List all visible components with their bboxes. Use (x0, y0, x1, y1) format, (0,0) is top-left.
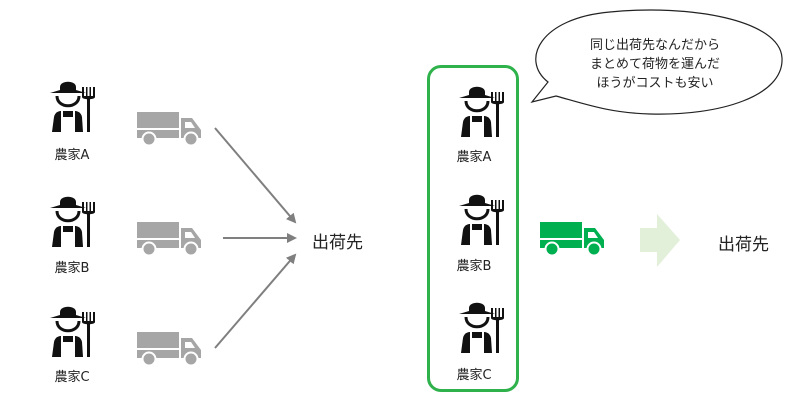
speech-line: ほうがコストも安い (596, 76, 714, 91)
speech-line: 同じ出荷先なんだから (589, 38, 720, 53)
farmer-label: 農家B (456, 259, 492, 274)
speech-bubble-text: 同じ出荷先なんだから まとめて荷物を運んだ ほうがコストも安い (560, 36, 750, 93)
truck-icon (137, 220, 203, 256)
farmer-icon (455, 298, 507, 354)
farmer-icon (455, 82, 507, 138)
destination-label-right: 出荷先 (718, 235, 769, 255)
speech-bubble (530, 9, 783, 115)
farmer-label: 農家B (54, 261, 90, 276)
farmer-group-box (427, 65, 519, 392)
farmer-icon (46, 192, 98, 248)
farmer-icon (455, 190, 507, 246)
big-right-arrow-icon (640, 214, 680, 267)
farmer-label: 農家A (456, 150, 492, 165)
speech-line: まとめて荷物を運んだ (589, 57, 720, 72)
truck-icon (137, 330, 203, 366)
farmer-label: 農家A (54, 148, 90, 163)
farmer-icon (46, 302, 98, 358)
farmer-icon (46, 77, 98, 133)
arrow-c-to-destination (214, 253, 297, 349)
farmer-label: 農家C (456, 368, 492, 383)
arrow-a-to-destination (214, 127, 297, 224)
destination-label-left: 出荷先 (312, 233, 363, 253)
truck-icon (137, 110, 203, 146)
truck-icon-combined (540, 220, 606, 256)
farmer-label: 農家C (54, 370, 90, 385)
